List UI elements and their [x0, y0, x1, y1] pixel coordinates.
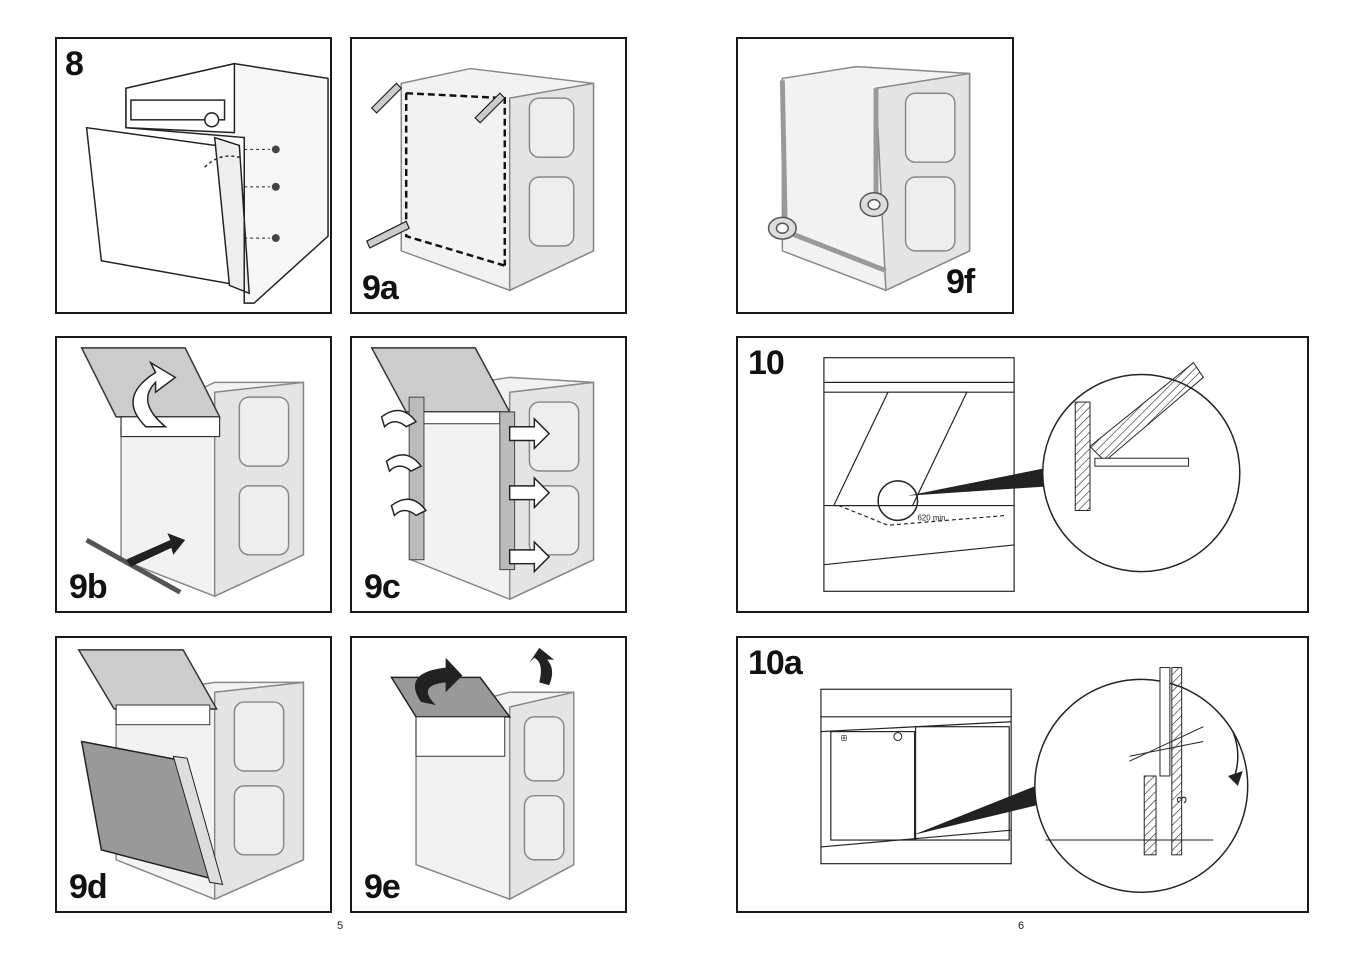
panel-label: 10 [748, 346, 784, 380]
panel-8: 8 [55, 37, 332, 314]
panel-label: 9a [362, 271, 398, 305]
panel-9d: 9d [55, 636, 332, 913]
panel-9e: 9e [350, 636, 627, 913]
panel-label: 8 [65, 47, 83, 81]
panel-10a: ⊞ 3 10a [736, 636, 1309, 913]
installation-clearance-illustration: 620 min. [738, 338, 1307, 611]
panel-10: 620 min. 10 [736, 336, 1309, 613]
panel-9b: 9b [55, 336, 332, 613]
dishwasher-door-removal-illustration [57, 39, 330, 312]
gap-annotation: 3 [1175, 796, 1190, 804]
toe-kick-adjustment-illustration: ⊞ 3 [738, 638, 1307, 911]
page-number-left: 5 [337, 920, 343, 932]
panel-label: 9b [69, 570, 107, 604]
panel-label: 9c [364, 570, 400, 604]
panel-label: 9d [69, 870, 107, 904]
panel-label: 9e [364, 870, 400, 904]
page-number-right: 6 [1018, 920, 1024, 932]
panel-9c: 9c [350, 336, 627, 613]
panel-9f: 9f [736, 37, 1014, 314]
panel-label: 9f [946, 265, 974, 299]
control-symbol: ⊞ [841, 733, 848, 742]
panel-label: 10a [748, 646, 802, 680]
clearance-annotation: 620 min. [918, 513, 948, 522]
panel-9a: 9a [350, 37, 627, 314]
